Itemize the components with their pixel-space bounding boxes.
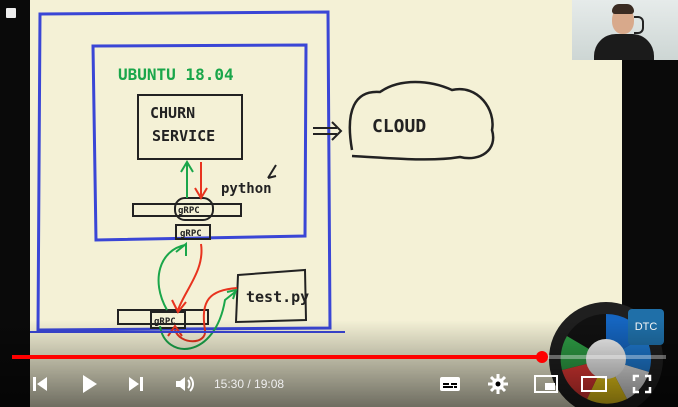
- presenter-body: [594, 34, 654, 60]
- scrubber-handle[interactable]: [535, 351, 548, 363]
- language-label: python: [221, 181, 272, 197]
- time-display: 15:30 / 19:08: [214, 377, 285, 391]
- theater-mode-icon: [581, 376, 607, 392]
- miniplayer-icon: [534, 375, 558, 393]
- miniplayer-button[interactable]: [533, 372, 559, 396]
- cloud-label: CLOUD: [372, 116, 426, 137]
- grpc-label-top: gRPC: [178, 206, 200, 216]
- grpc-bar-top: [132, 203, 242, 217]
- app-corner-icon: [6, 8, 16, 18]
- headset-icon: [634, 16, 644, 34]
- presenter-hair: [612, 4, 634, 14]
- webcam-overlay: [572, 0, 678, 60]
- grpc-bubble-top: [174, 197, 214, 221]
- skip-previous-icon: [33, 377, 47, 391]
- vm-box: [91, 43, 308, 242]
- volume-icon: [176, 376, 194, 392]
- down-arrow-red: [194, 162, 208, 200]
- service-label-line1: CHURN: [150, 104, 195, 122]
- host-box: [36, 10, 332, 332]
- up-arrow-green: [180, 160, 194, 198]
- skip-next-icon: [129, 377, 143, 391]
- settings-button[interactable]: [486, 372, 510, 396]
- grpc-label-bottom: gRPC: [154, 317, 176, 327]
- service-box: [137, 94, 243, 160]
- os-label: UBUNTU 18.04: [118, 65, 234, 84]
- subtitles-button[interactable]: [437, 372, 463, 396]
- player-controls: 15:30 / 19:08: [0, 364, 678, 407]
- play-icon: [83, 375, 97, 393]
- grpc-box-mid: [175, 224, 211, 240]
- service-label-line2: SERVICE: [152, 127, 215, 145]
- client-label: test.py: [246, 288, 309, 306]
- subtitles-icon: [440, 377, 460, 391]
- channel-logo: DTC: [628, 309, 664, 345]
- progress-bar[interactable]: [12, 351, 666, 363]
- theater-mode-button[interactable]: [580, 372, 608, 396]
- to-cloud-arrow: [313, 121, 343, 141]
- skip-previous-button[interactable]: [28, 372, 52, 396]
- long-arrow-green: [157, 241, 187, 311]
- grpc-label-mid: gRPC: [180, 229, 202, 239]
- volume-button[interactable]: [172, 372, 198, 396]
- skip-next-button[interactable]: [124, 372, 148, 396]
- play-button[interactable]: [76, 372, 102, 396]
- fullscreen-button[interactable]: [630, 372, 654, 396]
- progress-played: [12, 355, 542, 359]
- gear-icon: [488, 374, 508, 394]
- fullscreen-icon: [632, 374, 652, 394]
- long-arrow-red: [171, 243, 203, 314]
- pointer-arrow-icon: [267, 164, 277, 179]
- cloud-shape: [348, 80, 495, 161]
- client-arrow-red: [167, 287, 238, 343]
